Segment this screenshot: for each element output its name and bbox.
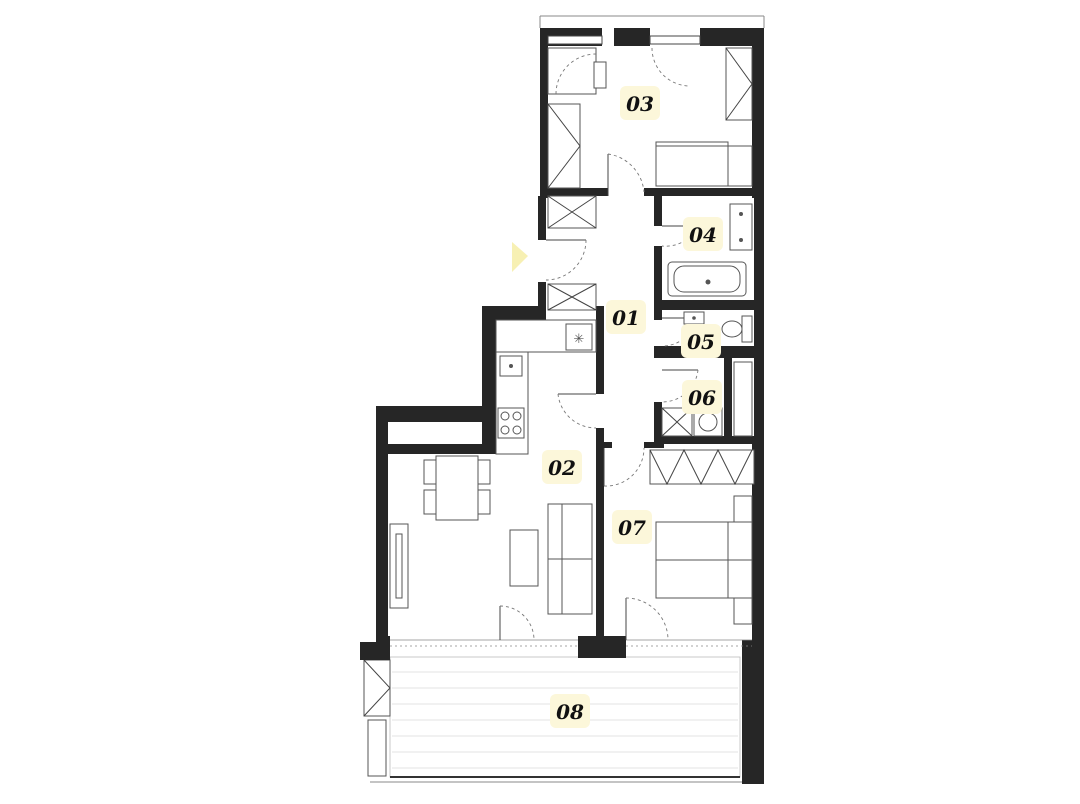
- room-label-01: 01: [606, 300, 646, 334]
- windows: [390, 15, 765, 647]
- room-label-07: 07: [612, 510, 652, 544]
- dining-table: [435, 455, 479, 521]
- room-label-03: 03: [620, 86, 660, 120]
- room-label-text: 06: [688, 386, 716, 410]
- room-label-text: 03: [626, 92, 654, 116]
- washbasin-04: [729, 203, 753, 251]
- stove: [497, 407, 525, 439]
- room-label-08: 08: [550, 694, 590, 728]
- bedroom-03-furniture: [547, 47, 753, 189]
- nightstand-07-bottom: [733, 597, 753, 625]
- wardrobe-07: [649, 449, 755, 485]
- room-label-04: 04: [683, 217, 723, 251]
- fridge: [565, 323, 593, 351]
- room-label-06: 06: [682, 380, 722, 414]
- entrance-marker: [512, 242, 528, 272]
- balcony-cabinet: [363, 659, 391, 717]
- window-03-right: [649, 35, 701, 45]
- svg-text:✳: ✳: [574, 332, 585, 347]
- toilet-tank: [741, 315, 753, 343]
- room-label-02: 02: [542, 450, 582, 484]
- room-label-text: 08: [556, 700, 584, 724]
- bedroom-07-furniture: [649, 448, 755, 625]
- balcony-decking: [392, 671, 738, 769]
- storage-niche: [733, 361, 753, 437]
- room-label-text: 01: [612, 306, 640, 330]
- room-label-text: 04: [689, 223, 717, 247]
- room-label-text: 05: [687, 330, 715, 354]
- coffee-table: [509, 529, 539, 587]
- living-02-furniture: ✳: [389, 319, 597, 615]
- nightstand: [655, 141, 729, 147]
- doors: [499, 153, 699, 641]
- room-label-05: 05: [681, 324, 721, 358]
- bathroom-04-fixtures: [667, 203, 753, 297]
- toilet: [721, 320, 743, 338]
- room-label-text: 07: [618, 516, 646, 540]
- wardrobe: [547, 103, 581, 189]
- corridor-furniture: [547, 195, 597, 311]
- window-03-left: [547, 35, 603, 45]
- shelf: [725, 47, 753, 121]
- desk: [547, 47, 597, 95]
- chair: [593, 61, 607, 89]
- room-label-text: 02: [548, 456, 576, 480]
- balcony-08: [363, 656, 760, 783]
- room-labels: 03 04 01 05 06 02 07 08: [542, 86, 723, 728]
- balcony-bench: [367, 719, 387, 777]
- nightstand-07-top: [733, 495, 753, 523]
- wc-05-fixtures: [683, 311, 753, 343]
